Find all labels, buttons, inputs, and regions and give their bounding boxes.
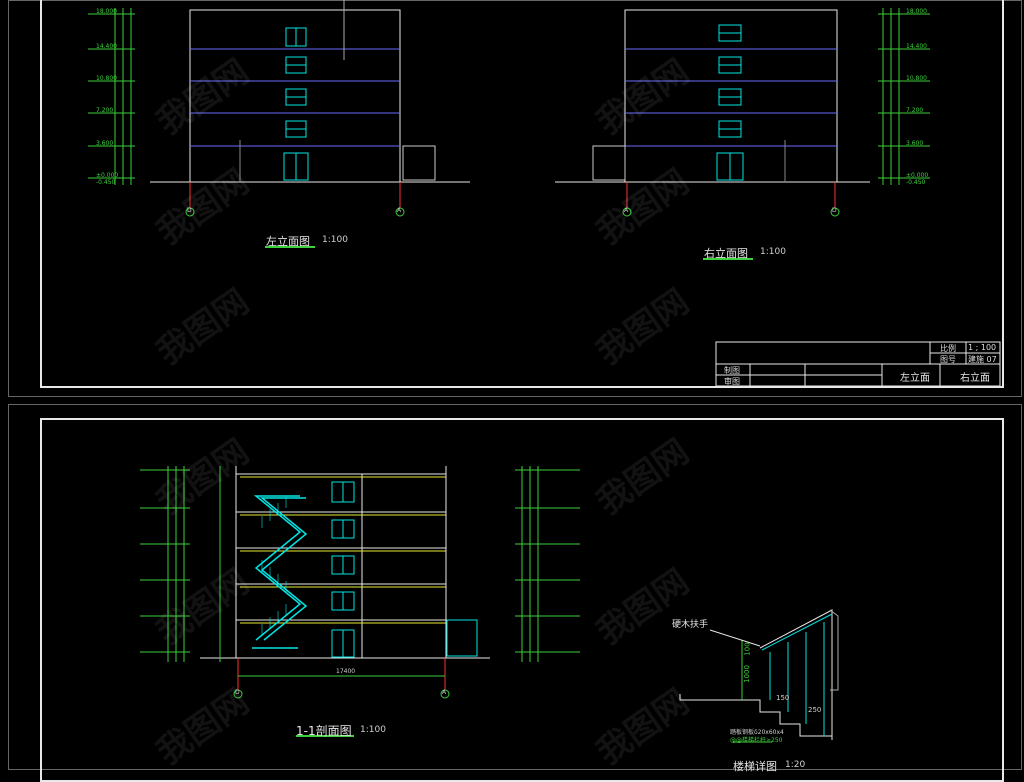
stair-detail-scale: 1:20 [785,760,806,770]
elev-label: -0.450 [906,179,926,186]
stair-step-dim: 150 [776,694,790,702]
axis-label-d: D [832,207,837,214]
elev-label: 18.000 [906,8,927,15]
section-dim-chains [140,466,580,662]
tb-checked-label: 审图 [724,377,740,386]
left-elevation-scale: 1:100 [322,235,348,245]
tb-drawing-no-value: 建施 07 [968,355,997,364]
elev-label: 3.600 [96,140,114,147]
tb-sheet-name-1: 左立面 [900,373,930,384]
elev-label: 10.800 [96,75,117,82]
stair-detail-drawing [679,609,839,740]
tb-sheet-name-2: 右立面 [960,373,990,384]
elev-label: -0.450 [96,179,116,186]
stair-dim-1000: 1000 [742,665,751,683]
tb-drawing-no-label: 图号 [940,355,956,364]
right-elevation-drawing [555,9,870,217]
right-elevation-dim-chain [878,8,930,185]
tb-drawn-label: 制图 [724,366,740,375]
tb-scale-label: 比例 [940,344,956,353]
stair-note: 踏板钢板δ20x60x4 [730,729,784,736]
stair-dim-100: 100 [743,642,752,656]
right-elevation-scale: 1:100 [760,247,786,257]
elev-label: ±0.000 [96,172,119,179]
stair-note: @@楼梯栏杆≥250 [730,737,783,744]
section-scale: 1:100 [360,725,386,735]
left-elevation-drawing [150,0,470,217]
elev-label: 10.800 [906,75,927,82]
section-total-width: 17400 [336,668,356,675]
elev-label: 18.000 [96,8,117,15]
upper-outer-frame [8,0,1022,397]
title-block-lines [715,341,1001,387]
section-title: 1-1剖面图 [296,724,352,738]
section-drawing [200,466,490,699]
elev-label: ±0.000 [906,172,929,179]
axis-label-d: D [235,689,240,696]
axis-label-d: D [187,207,192,214]
elev-label: 14.400 [96,43,117,50]
upper-sheet-border [40,0,1004,388]
elev-label: 7.200 [96,107,114,114]
elev-label: 14.400 [906,43,927,50]
left-elevation-dim-chain [88,8,135,185]
stair-step-dim: 250 [808,706,822,714]
left-elevation-title: 左立面图 [266,235,310,248]
elev-label: 3.600 [906,140,924,147]
axis-label-a: A [624,207,629,214]
elev-label: 7.200 [906,107,924,114]
stair-detail-title: 楼梯详图 [733,760,777,773]
axis-label-a: A [442,689,447,696]
right-elevation-title: 右立面图 [704,247,748,260]
tb-scale-value: 1 ; 100 [968,343,997,352]
axis-label-a: A [397,207,402,214]
handrail-note: 硬木扶手 [672,620,709,630]
